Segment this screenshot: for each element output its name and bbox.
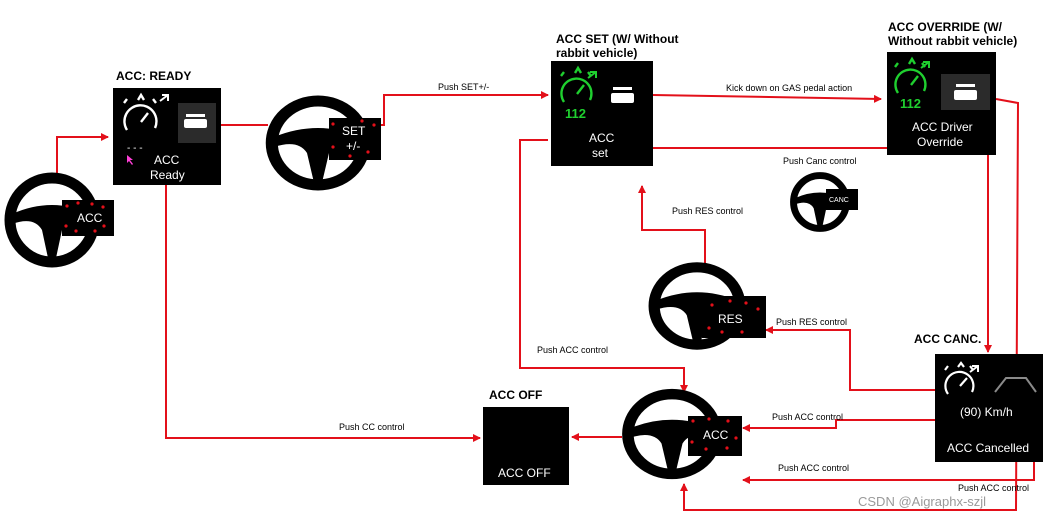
label-push-canc: Push Canc control — [783, 156, 857, 166]
transition-lines — [56, 91, 1035, 511]
display-acc-ready: - - - ACC Ready — [113, 88, 221, 185]
label-push-res-upper: Push RES control — [672, 206, 743, 216]
state-title-set-2: rabbit vehicle) — [556, 46, 637, 60]
ready-line2: Ready — [150, 168, 185, 182]
label-push-acc-left: Push ACC control — [537, 345, 608, 355]
button-highlight-dots — [64, 201, 106, 233]
edge-canc-to-accwheel — [742, 419, 935, 432]
set-button-sublabel: +/- — [346, 139, 360, 153]
edge-override-to-canc-right — [680, 98, 1020, 511]
label-kick-down: Kick down on GAS pedal action — [726, 83, 852, 93]
canc-status: ACC Cancelled — [947, 441, 1029, 455]
canc-button-label: CANC — [829, 197, 849, 204]
label-push-acc-right3: Push ACC control — [958, 483, 1029, 493]
edge-reswheel-to-set — [638, 185, 706, 270]
watermark: CSDN @Aigraphx-szjl — [858, 494, 986, 509]
arrow-set-icon — [969, 365, 979, 373]
canc-speed: (90) Km/h — [960, 405, 1013, 419]
off-status: ACC OFF — [498, 466, 551, 480]
label-push-set: Push SET+/- — [438, 82, 489, 92]
arrow-set-icon — [587, 71, 597, 79]
set-speed: 112 — [565, 106, 586, 121]
label-push-acc-right2: Push ACC control — [778, 463, 849, 473]
state-title-override-2: Without rabbit vehicle) — [888, 34, 1017, 48]
edge-canc-to-accwheel-lower — [742, 455, 1035, 484]
edge-canc-to-reswheel — [765, 326, 935, 391]
steering-wheel-canc[interactable]: CANC — [794, 176, 858, 229]
state-title-canc: ACC CANC. — [914, 332, 981, 346]
lane-road-icon — [994, 377, 1037, 393]
display-acc-canc: (90) Km/h ACC Cancelled — [935, 354, 1043, 462]
cursor-marker — [127, 155, 133, 165]
set-button-label: SET — [342, 124, 366, 138]
override-speed: 112 — [900, 96, 921, 111]
steering-wheel-res[interactable]: RES — [654, 267, 766, 344]
edge-setwheel-to-set — [380, 91, 549, 126]
edge-ready-to-off — [165, 185, 481, 442]
state-title-off: ACC OFF — [489, 388, 542, 402]
ready-dashes: - - - — [127, 143, 143, 154]
display-acc-set: 112 ACC set — [551, 61, 653, 166]
res-button-label: RES — [718, 312, 743, 326]
edge-start-to-ready — [56, 133, 109, 180]
ready-line1: ACC — [154, 153, 180, 167]
steering-wheel-acc-start[interactable]: ACC — [10, 178, 114, 262]
button-highlight-dots — [690, 417, 738, 451]
arrow-set-icon — [920, 61, 930, 69]
acc-button-label: ACC — [77, 211, 103, 225]
acc-button-label: ACC — [703, 428, 729, 442]
override-line1: ACC Driver — [912, 120, 973, 134]
steering-wheel-set[interactable]: SET +/- — [272, 101, 381, 185]
car-distance-icon — [611, 87, 634, 103]
override-line2: Override — [917, 135, 963, 149]
gauge-icon — [944, 361, 975, 395]
button-highlight-dots — [331, 119, 376, 158]
gauge-icon-active — [560, 65, 593, 103]
gauge-icon — [123, 92, 158, 131]
button-highlight-dots — [707, 299, 760, 334]
steering-wheel-acc-bottom[interactable]: ACC — [628, 394, 742, 474]
label-push-cc: Push CC control — [339, 422, 405, 432]
label-push-acc-right1: Push ACC control — [772, 412, 843, 422]
set-line2: set — [592, 146, 609, 160]
state-title-set-1: ACC SET (W/ Without — [556, 32, 679, 46]
state-title-override-1: ACC OVERRIDE (W/ — [888, 20, 1003, 34]
car-distance-icon — [184, 114, 207, 128]
edge-set-to-override — [652, 94, 882, 103]
edge-set-to-accwheel — [519, 139, 688, 393]
display-acc-off: ACC OFF — [483, 407, 569, 485]
arrow-set-icon — [159, 94, 169, 102]
transition-labels: Push SET+/- Kick down on GAS pedal actio… — [339, 82, 1029, 493]
state-title-ready: ACC: READY — [116, 69, 191, 83]
set-line1: ACC — [589, 131, 615, 145]
label-push-res-lower: Push RES control — [776, 317, 847, 327]
car-distance-icon — [954, 84, 977, 100]
display-acc-override: 112 ACC Driver Override — [887, 52, 996, 155]
